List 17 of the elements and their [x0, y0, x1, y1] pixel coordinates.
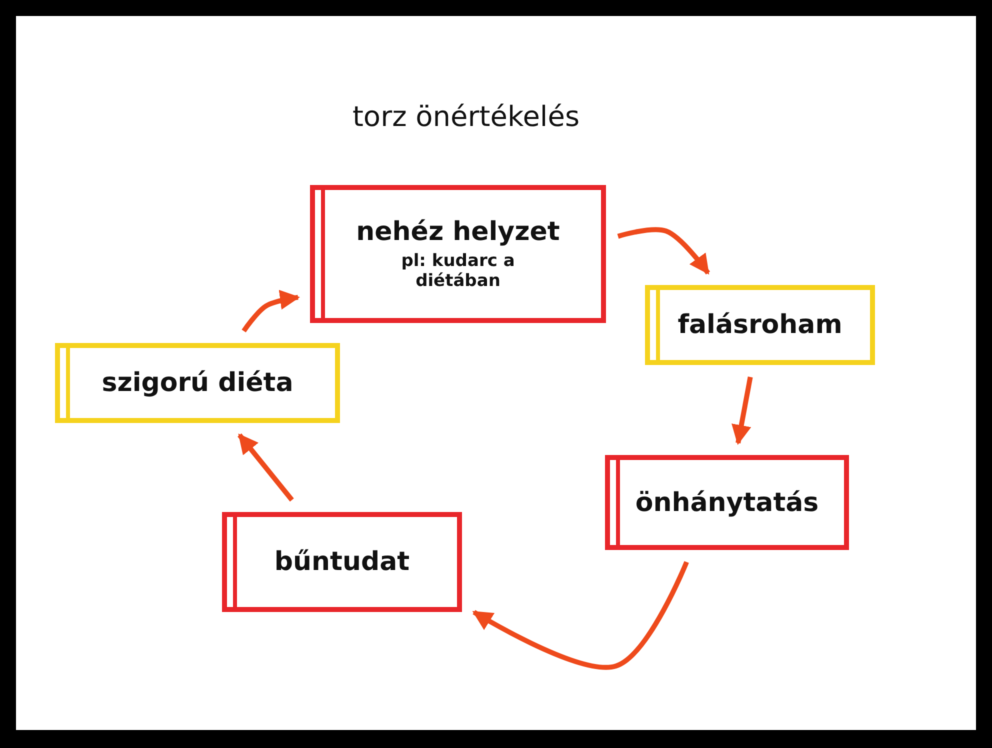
process-box	[55, 343, 340, 423]
arrow	[732, 376, 753, 445]
node-label: önhánytatás	[635, 488, 819, 518]
node-label: nehéz helyzet	[356, 217, 560, 247]
arrow	[238, 433, 294, 502]
node-note: pl: kudarc a diétában	[400, 251, 516, 291]
arrow	[617, 227, 710, 275]
process-box	[310, 185, 606, 323]
title: torz önértékelés	[351, 100, 581, 133]
node-label: szigorú diéta	[102, 368, 294, 398]
arrow	[472, 561, 689, 670]
node-label: bűntudat	[274, 547, 410, 577]
process-box	[605, 455, 849, 550]
arrow	[242, 290, 300, 332]
process-box	[645, 285, 875, 365]
process-box	[222, 512, 462, 612]
node-label: falásroham	[678, 310, 842, 340]
